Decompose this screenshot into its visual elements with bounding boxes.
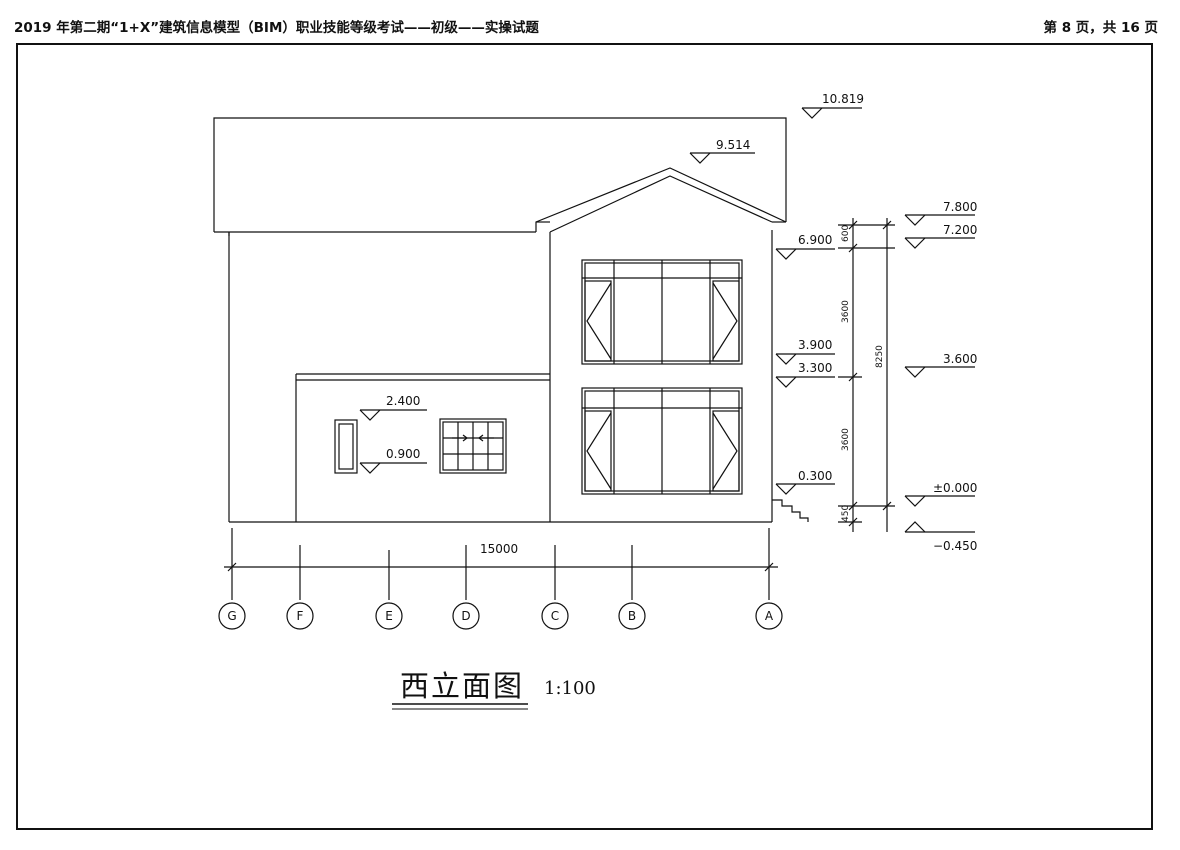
dim-600: 600 [841, 225, 851, 242]
axis-label-c: C [551, 609, 559, 623]
building-outline [213, 117, 809, 523]
vertical-dimensions [838, 218, 895, 532]
axis-label-b: B [628, 609, 636, 623]
window-lower [581, 387, 743, 495]
axis-label-e: E [385, 609, 393, 623]
horizontal-dimension [224, 528, 778, 600]
window-narrow [334, 419, 358, 474]
elev-7200: 7.200 [943, 223, 977, 237]
elev-2400: 2.400 [386, 394, 420, 408]
dim-15000: 15000 [480, 542, 518, 556]
window-upper [581, 259, 743, 365]
elevation-markers [359, 107, 975, 533]
drawing-scale: 1:100 [544, 678, 596, 699]
elev-m0450: −0.450 [933, 539, 977, 553]
drawing-frame [16, 43, 1153, 830]
elev-3600: 3.600 [943, 352, 977, 366]
elev-3300: 3.300 [798, 361, 832, 375]
elev-7800: 7.800 [943, 200, 977, 214]
axis-bubbles [218, 602, 783, 630]
elev-9514: 9.514 [716, 138, 750, 152]
drawing-title: 西立面图 [400, 669, 524, 703]
page-number: 第 8 页，共 16 页 [1043, 20, 1158, 36]
elev-10819: 10.819 [822, 92, 864, 106]
elev-6900: 6.900 [798, 233, 832, 247]
axis-label-a: A [765, 609, 774, 623]
axis-label-d: D [461, 609, 470, 623]
axis-label-g: G [227, 609, 236, 623]
dim-3600-upper: 3600 [841, 300, 851, 323]
elev-0000: ±0.000 [933, 481, 977, 495]
elev-0900: 0.900 [386, 447, 420, 461]
dim-450: 450 [841, 505, 851, 522]
dim-8250: 8250 [875, 345, 885, 368]
dim-3600-lower: 3600 [841, 428, 851, 451]
elev-0300: 0.300 [798, 469, 832, 483]
axis-label-f: F [297, 609, 304, 623]
window-grid [439, 418, 507, 474]
header-title: 2019 年第二期“1+X”建筑信息模型（BIM）职业技能等级考试——初级——实… [14, 20, 539, 36]
elev-3900: 3.900 [798, 338, 832, 352]
